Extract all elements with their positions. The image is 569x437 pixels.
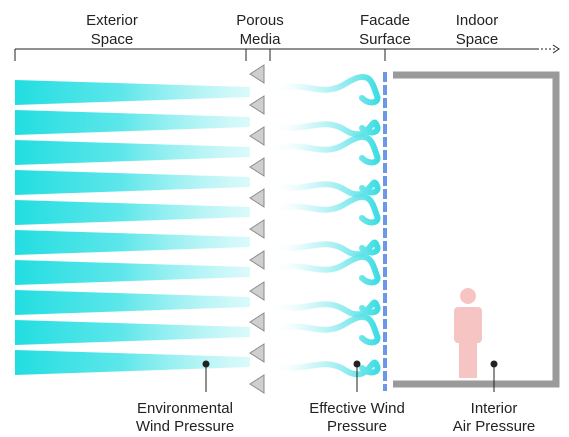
wind-streams (15, 80, 250, 375)
callout-markers (202, 360, 498, 392)
porous-cell-icon (249, 374, 265, 394)
wind-stream (15, 170, 250, 195)
effective-wind-swirl (267, 299, 381, 318)
axis-arrowhead-icon (552, 44, 560, 54)
wind-stream (15, 140, 250, 165)
porous-cell-icon (249, 281, 265, 301)
wind-stream (15, 110, 250, 135)
porous-cell-icon (249, 312, 265, 332)
space-axis (14, 44, 560, 61)
wind-stream (15, 290, 250, 315)
label-facade-line2: Surface (359, 31, 411, 48)
effective-wind-swirl (267, 359, 381, 378)
label-indoor-line1: Indoor (456, 12, 499, 29)
wind-stream (15, 80, 250, 105)
wind-stream (15, 200, 250, 225)
porous-cell-icon (249, 250, 265, 270)
label-exterior-line2: Space (91, 31, 134, 48)
header-labels: Exterior Space Porous Media Facade Surfa… (86, 12, 498, 48)
wind-stream (15, 350, 250, 375)
porous-cell-icon (249, 126, 265, 146)
wind-stream (15, 320, 250, 345)
effective-wind-swirl (267, 314, 381, 346)
wind-stream (15, 230, 250, 255)
effective-wind-swirl (267, 254, 381, 286)
effective-wind-swirl (267, 119, 381, 138)
room-wall (393, 71, 560, 388)
label-porous-line1: Porous (236, 12, 284, 29)
effective-wind-swirls (267, 74, 381, 378)
person-icon (454, 288, 482, 378)
wind-stream (15, 260, 250, 285)
callout-interior-line1: Interior (471, 400, 518, 417)
callout-environmental-line1: Environmental (137, 400, 233, 417)
porous-cell-icon (249, 188, 265, 208)
porous-cell-icon (249, 64, 265, 84)
label-facade-line1: Facade (360, 12, 410, 29)
callout-effective-line1: Effective Wind (309, 400, 405, 417)
effective-wind-swirl (267, 239, 381, 258)
callout-environmental-line2: Wind Pressure (136, 418, 234, 432)
porous-cell-icon (249, 219, 265, 239)
label-porous-line2: Media (240, 31, 282, 48)
effective-wind-swirl (267, 194, 381, 226)
label-indoor-line2: Space (456, 31, 499, 48)
porous-cell-icon (249, 95, 265, 115)
porous-cell-icon (249, 157, 265, 177)
effective-wind-swirl (267, 179, 381, 198)
callout-interior-line2: Air Pressure (453, 418, 536, 432)
effective-wind-swirl (267, 134, 381, 166)
porous-media (249, 64, 265, 394)
effective-wind-swirl (267, 74, 381, 106)
callout-effective-line2: Pressure (327, 418, 387, 432)
porous-cell-icon (249, 343, 265, 363)
label-exterior-line1: Exterior (86, 12, 138, 29)
callout-labels: Environmental Wind Pressure Effective Wi… (136, 400, 536, 435)
